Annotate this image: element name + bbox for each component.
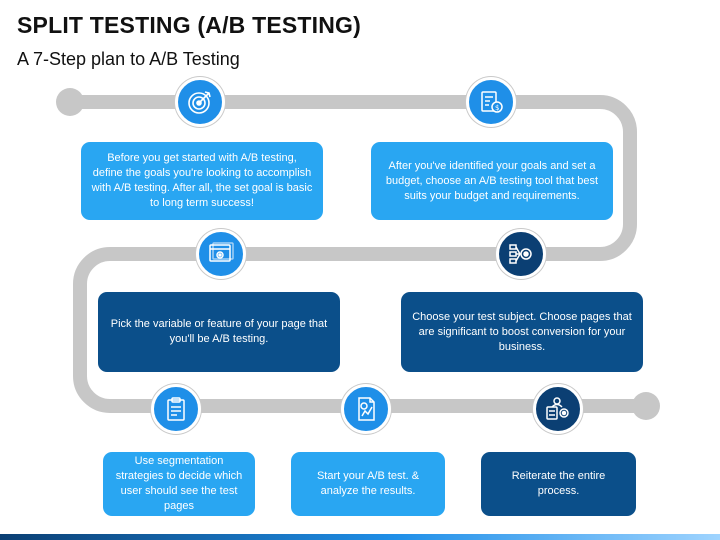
step-6-text: Start your A/B test. & analyze the resul… — [316, 470, 420, 497]
step-1-box: Before you get started with A/B testing,… — [81, 142, 323, 220]
process-cycle-icon — [546, 397, 569, 420]
step-3-box: Choose your test subject. Choose pages t… — [401, 292, 643, 372]
report-analytics-icon — [358, 397, 375, 421]
clipboard-icon — [167, 397, 185, 421]
svg-text:$: $ — [495, 104, 499, 112]
budget-document-icon: $ — [481, 91, 503, 113]
step-5-box: Use segmentation strategies to decide wh… — [103, 452, 255, 516]
step-5-text: Use segmentation strategies to decide wh… — [115, 455, 243, 512]
step-3-icon-circle — [496, 229, 546, 279]
step-5-icon-circle — [151, 384, 201, 434]
step-3-text: Choose your test subject. Choose pages t… — [412, 310, 632, 353]
target-icon — [188, 91, 211, 114]
step-7-text: Reiterate the entire process. — [511, 470, 606, 497]
step-7-icon-circle — [533, 384, 583, 434]
step-4-box: Pick the variable or feature of your pag… — [98, 292, 340, 372]
step-1-icon-circle — [175, 77, 225, 127]
step-7-box: Reiterate the entire process. — [481, 452, 636, 516]
page-title: SPLIT TESTING (A/B TESTING) — [17, 12, 362, 38]
step-2-icon-circle: $ — [466, 77, 516, 127]
step-1-text: Before you get started with A/B testing,… — [91, 152, 313, 209]
path-start-dot — [56, 88, 84, 116]
step-4-icon-circle — [196, 229, 246, 279]
step-6-box: Start your A/B test. & analyze the resul… — [291, 452, 445, 516]
step-2-text: After you've identified your goals and s… — [385, 159, 599, 202]
web-page-settings-icon — [209, 242, 234, 262]
step-2-box: After you've identified your goals and s… — [371, 142, 613, 220]
page-subtitle: A 7-Step plan to A/B Testing — [17, 49, 240, 69]
flowchart-icon — [509, 244, 532, 264]
step-4-text: Pick the variable or feature of your pag… — [110, 318, 328, 345]
path-end-dot — [632, 392, 660, 420]
step-6-icon-circle — [341, 384, 391, 434]
footer-gradient-bar — [0, 534, 720, 540]
